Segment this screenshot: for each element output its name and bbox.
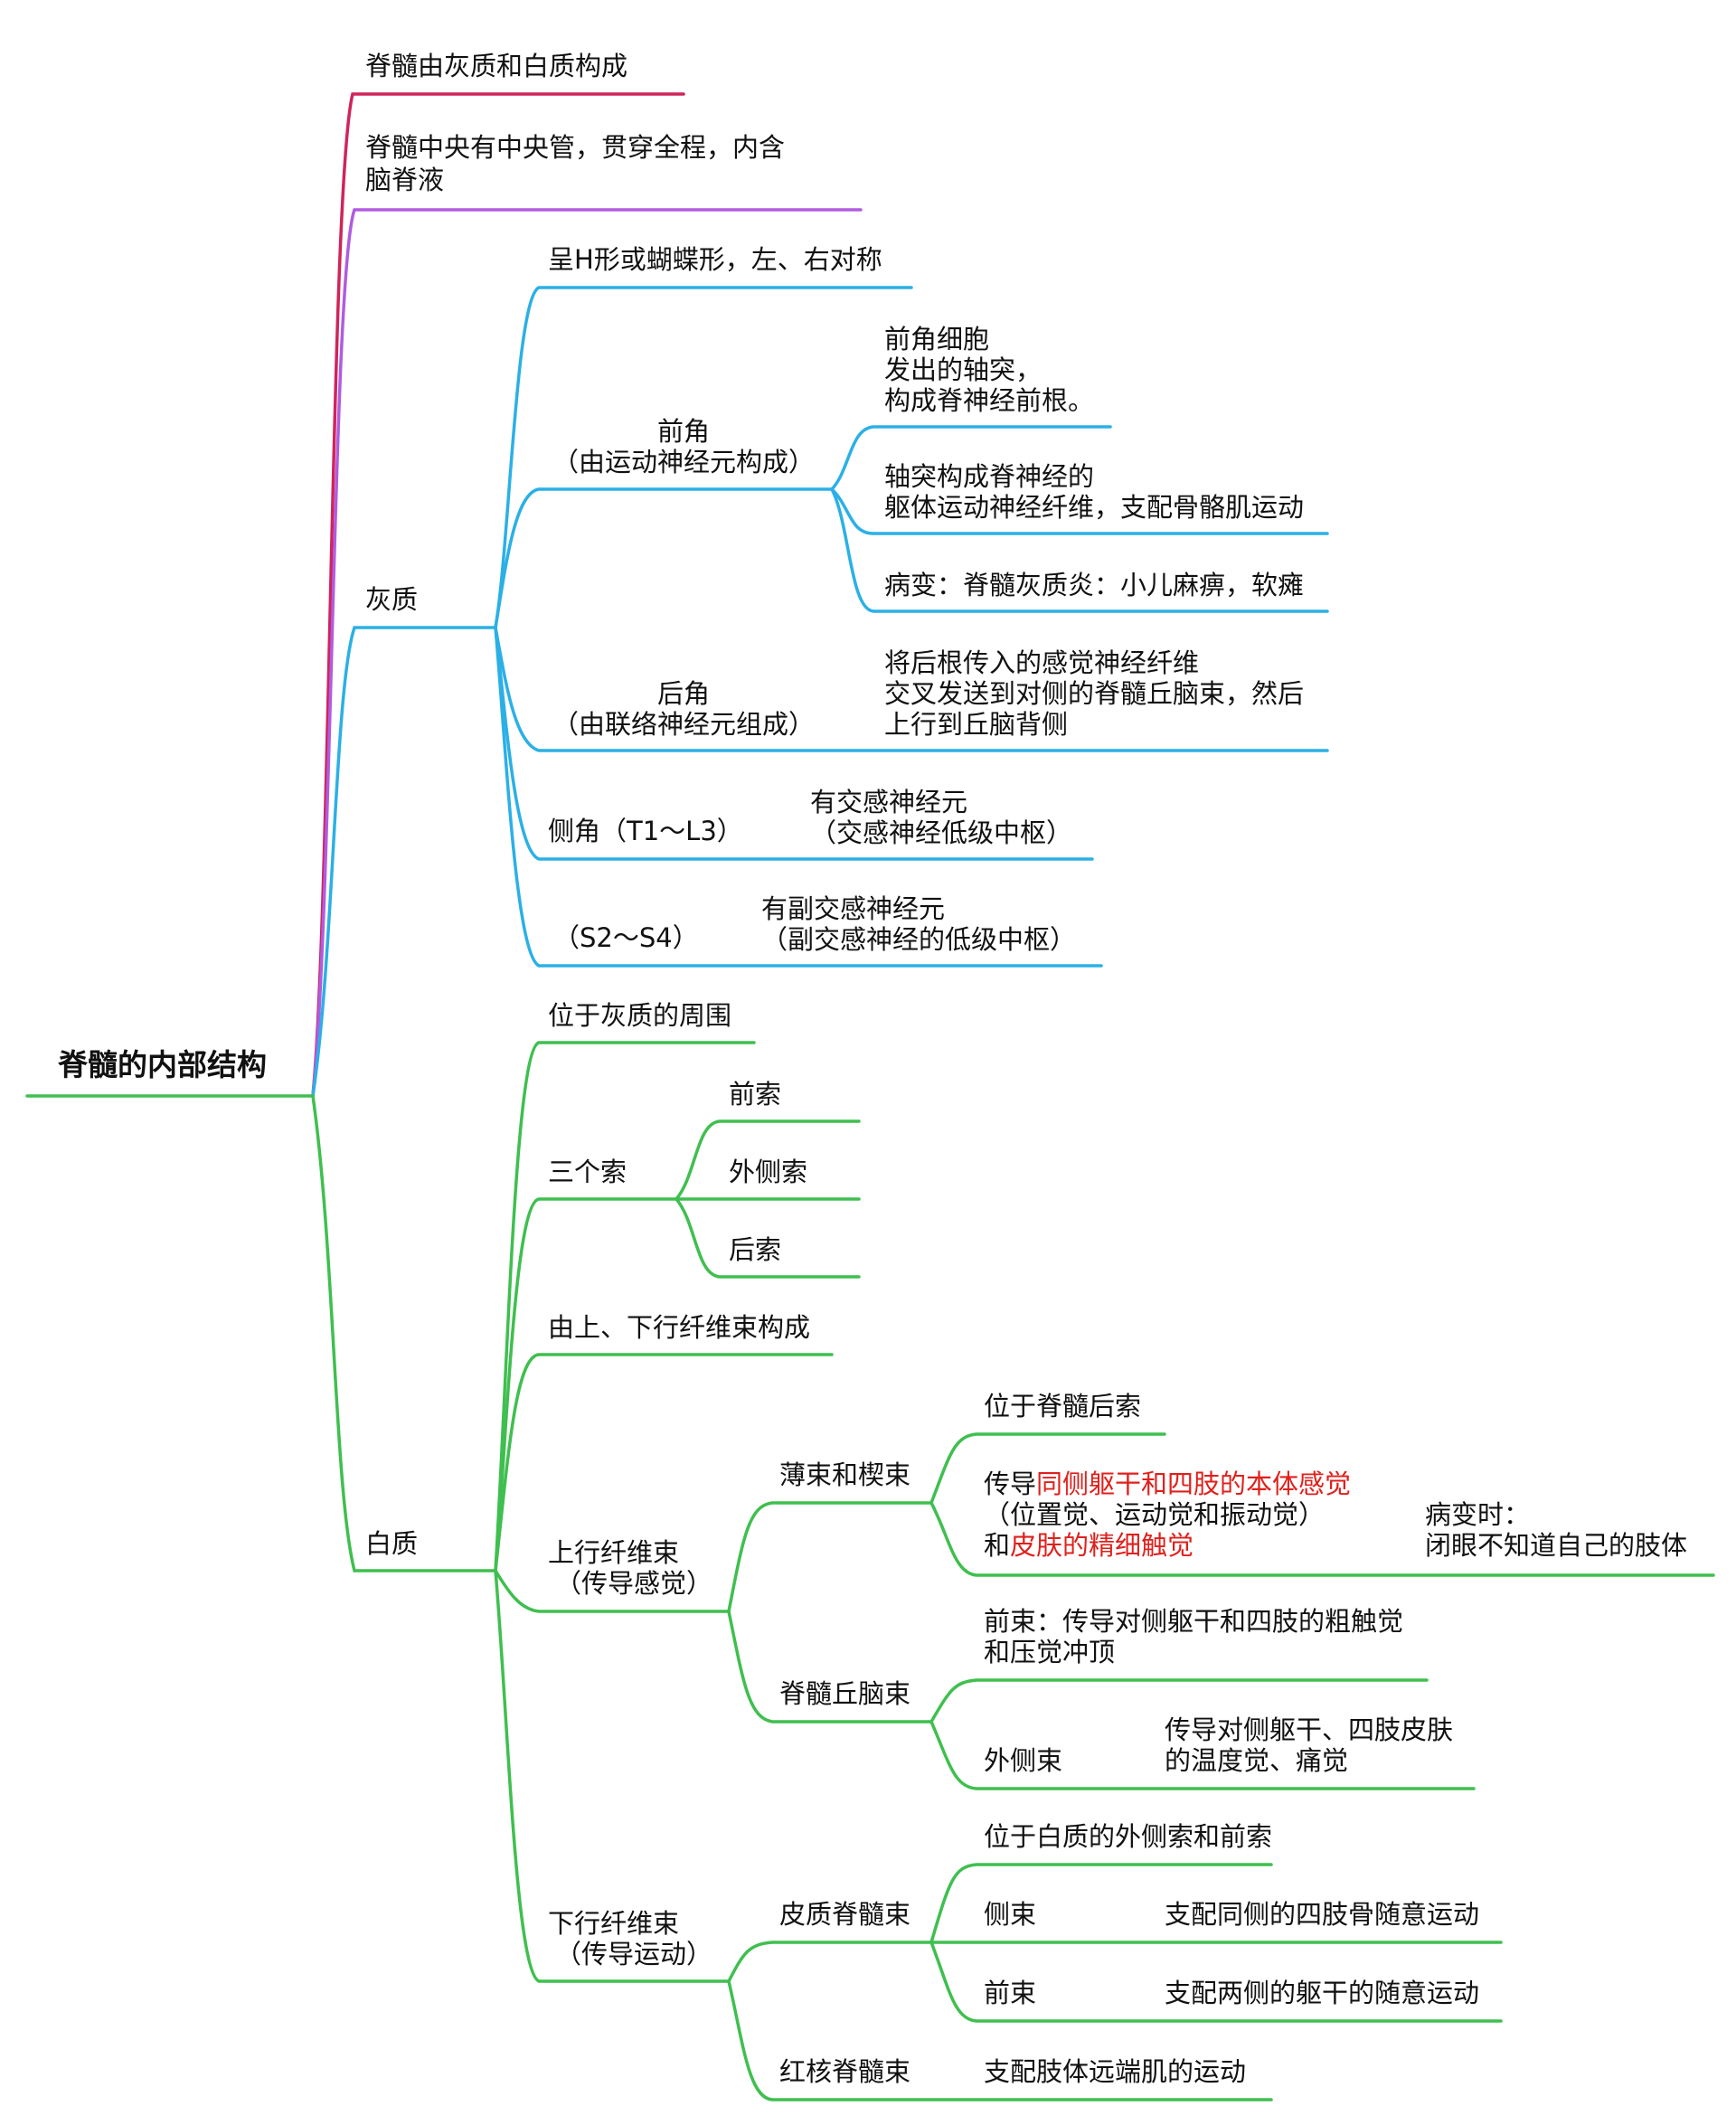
white-funiculi-line [494,1197,678,1572]
st-c1-line [929,1678,1429,1724]
fg-c1-line [929,1432,1166,1505]
gray-posterior-horn[interactable]: 后角 [656,678,710,709]
ascending-tracts[interactable]: 上行纤维束 [548,1537,680,1568]
posterior-desc-line2: 交叉发送到对侧的脊髓丘脑束，然后 [884,678,1305,709]
asc-fg-line [727,1501,933,1613]
white-composed[interactable]: 由上、下行纤维束构成 [548,1312,811,1343]
sacral-desc-line2: （副交感神经的低级中枢） [761,924,1077,955]
st-lateral[interactable]: 外侧束 [984,1745,1063,1776]
fg-c2-line [929,1501,1715,1577]
fg-function-line1: 传导同侧躯干和四肢的本体感觉 [984,1469,1351,1500]
gray-anterior-line [494,487,834,629]
cs-lateral[interactable]: 侧束 [984,1899,1037,1930]
rubrospinal-tract[interactable]: 红核脊髓束 [779,2056,911,2087]
descending-tracts[interactable]: 下行纤维束 [548,1908,680,1939]
topic-white-matter[interactable]: 白质 [365,1528,419,1559]
anterior-axon-line2: 躯体运动神经纤维，支配骨骼肌运动 [884,492,1305,523]
ascending-tracts-desc: （传导感觉） [555,1568,713,1599]
corticospinal-tract[interactable]: 皮质脊髓束 [779,1899,911,1930]
gray-shape[interactable]: 呈H形或蝴蝶形，左、右对称 [548,244,882,275]
funiculi-c-line [675,1197,861,1279]
gray-shape-line [494,286,913,629]
funiculi-a-line [675,1119,861,1201]
sacral-desc-line1: 有副交感神经元 [761,893,946,924]
gray-posterior-horn-desc: （由联络神经元组成） [552,709,815,740]
white-position[interactable]: 位于灰质的周围 [548,1000,732,1031]
cs-c3-line [929,1941,1503,2023]
white-funiculi[interactable]: 三个索 [548,1157,627,1187]
white-pos-line [494,1041,756,1572]
topic-gray-matter[interactable]: 灰质 [365,584,419,615]
st-lateral-desc-line2: 的温度觉、痛觉 [1165,1745,1349,1776]
cs-anterior[interactable]: 前束 [984,1978,1037,2008]
fg-lesion-line1: 病变时： [1425,1499,1531,1530]
white-descending-line [494,1569,731,1983]
fg-function-and: 和 [984,1530,1011,1561]
st-anterior-line2: 和压觉冲顶 [984,1637,1116,1667]
topic-central-canal-line1[interactable]: 脊髓中央有中央管，贯穿全程，内含 [365,132,786,163]
funiculus-anterior[interactable]: 前索 [729,1079,782,1110]
anterior-lesion: 病变：脊髓灰质炎：小儿麻痹，软瘫 [884,570,1305,600]
st-lateral-desc-line1: 传导对侧躯干、四肢皮肤 [1165,1714,1454,1745]
posterior-desc-line1: 将后根传入的感觉神经纤维 [884,647,1200,678]
lateral-desc-line2: （交感神经低级中枢） [810,817,1073,848]
fg-function-prefix: 传导 [984,1469,1037,1499]
anterior-cell-line1: 前角细胞 [884,324,990,354]
anterior-cell-line2: 发出的轴突， [884,354,1043,385]
ant-c2-line [830,487,1329,535]
funiculus-posterior[interactable]: 后索 [729,1234,782,1265]
funiculus-lateral[interactable]: 外侧索 [729,1157,808,1187]
posterior-desc-line3: 上行到丘脑背侧 [884,709,1069,740]
gray-sacral-line [494,626,1103,968]
fg-function-line3: 和皮肤的精细触觉 [984,1530,1194,1562]
branch-purple [311,208,863,1098]
gray-sacral[interactable]: （S2～S4） [553,922,699,953]
ant-c3-line [830,487,1329,613]
branch-green [311,1094,497,1572]
asc-st-line [727,1610,933,1724]
fg-function-line2: （位置觉、运动觉和振动觉） [984,1499,1326,1530]
topic-central-canal-line2[interactable]: 脑脊液 [365,165,445,195]
fg-lesion-line2: 闭眼不知道自己的肢体 [1425,1530,1688,1561]
cs-c1-line [929,1863,1273,1944]
gray-anterior-horn-desc: （由运动神经元构成） [552,447,815,477]
anterior-axon-line1: 轴突构成脊神经的 [884,461,1095,492]
fg-location: 位于脊髓后索 [984,1391,1142,1421]
ant-c1-line [830,425,1112,491]
root-topic[interactable]: 脊髓的内部结构 [58,1047,267,1082]
lateral-desc-line1: 有交感神经元 [810,787,968,817]
topic-composition[interactable]: 脊髓由灰质和白质构成 [365,51,628,81]
st-anterior-line1: 前束：传导对侧躯干和四肢的粗触觉 [984,1606,1404,1637]
cs-location: 位于白质的外侧索和前索 [984,1821,1273,1852]
desc-cs-line [727,1941,933,1983]
gray-lateral-horn[interactable]: 侧角（T1～L3） [548,816,743,846]
cs-anterior-desc: 支配两侧的躯干的随意运动 [1165,1978,1480,2008]
descending-tracts-desc: （传导运动） [555,1939,713,1969]
white-ascending-line [494,1569,731,1613]
cs-lateral-desc: 支配同侧的四肢骨随意运动 [1165,1899,1480,1930]
rs-desc: 支配肢体远端肌的运动 [984,2056,1247,2087]
st-c2-line [929,1720,1476,1790]
anterior-cell-line3: 构成脊神经前根。 [884,385,1095,416]
fasciculus-gracilis-cuneatus[interactable]: 薄束和楔束 [779,1459,911,1490]
white-composed-line [494,1353,834,1572]
fg-fine-touch-highlight: 皮肤的精细触觉 [1010,1530,1194,1561]
branch-blue [311,626,497,1098]
gray-posterior-line [494,626,1329,752]
spinothalamic-tract[interactable]: 脊髓丘脑束 [779,1678,911,1709]
gray-anterior-horn[interactable]: 前角 [656,416,710,447]
desc-rs-line [727,1979,1273,2101]
fg-proprioception-highlight: 同侧躯干和四肢的本体感觉 [1036,1469,1352,1499]
